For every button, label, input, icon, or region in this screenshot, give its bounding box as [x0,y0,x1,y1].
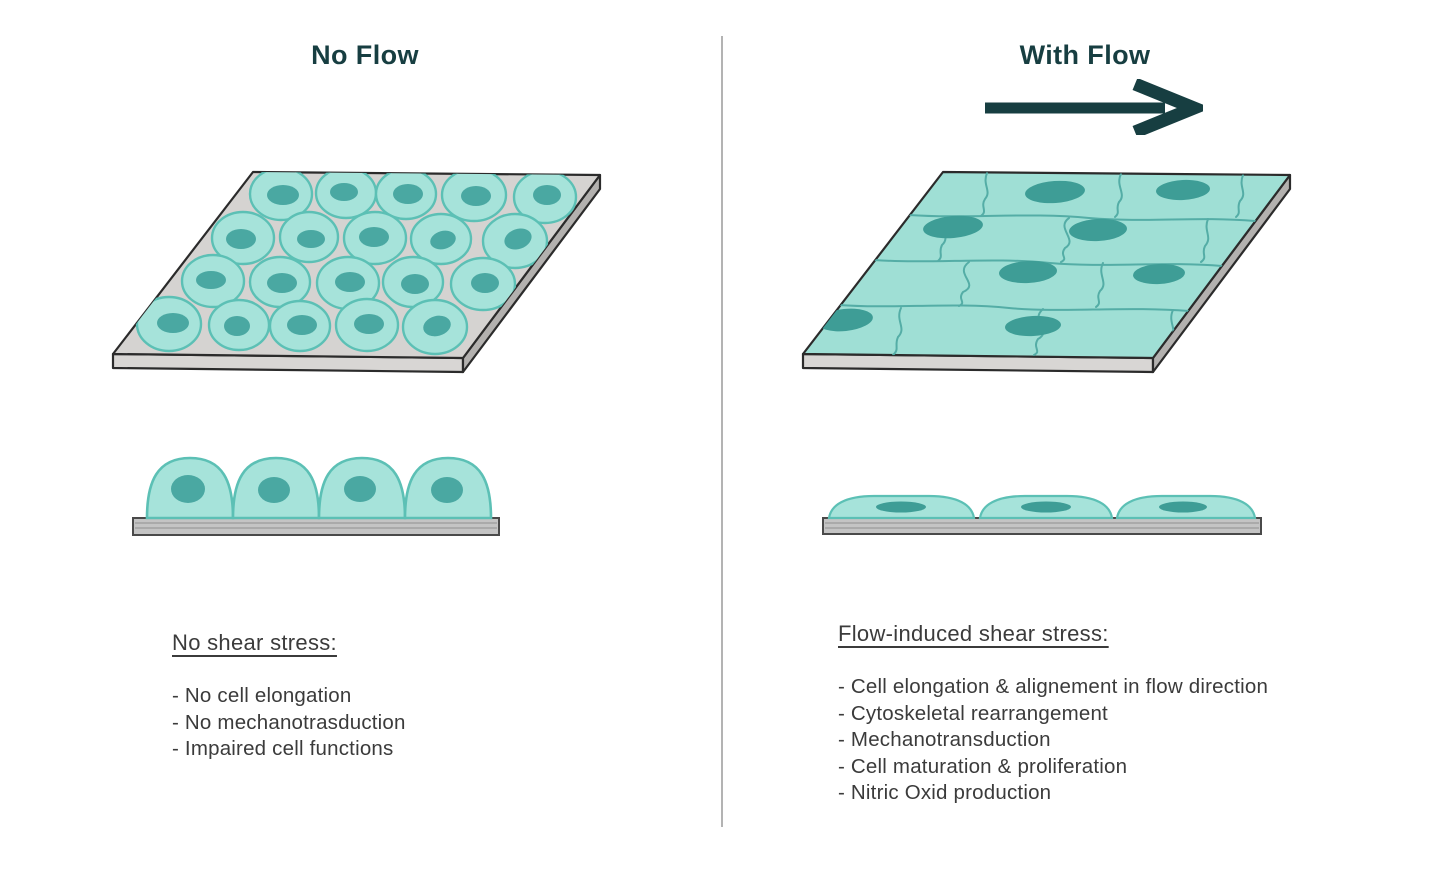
cell-border [1095,262,1105,308]
cell-nucleus [803,254,843,278]
cell-nucleus [430,230,456,250]
bullet-item: - No cell elongation [172,684,352,707]
no-flow-side-view-illustration [132,456,500,536]
cell-border [892,307,903,356]
cell-nucleus [297,230,325,248]
cell-nucleus [226,229,256,249]
cell-nucleus [1005,315,1061,337]
round-cell-monolayer [135,172,578,356]
cell-nucleus [533,185,561,205]
cell-nucleus [287,315,317,335]
cell-nucleus [157,313,189,333]
cell-nucleus [999,260,1057,284]
cell-border [1060,217,1071,263]
cell-nucleus [393,184,423,204]
cell-border [980,172,989,217]
substrate-bar [822,517,1262,535]
rounded-cells-side-view [145,456,493,520]
flattened-cells-side-view [827,494,1257,520]
bullet-item: - Impaired cell functions [172,737,394,760]
cell-nucleus [196,271,226,289]
cell-nucleus [923,215,983,239]
substrate-bar [132,517,500,536]
cell-nucleus [330,183,358,201]
bullet-item: - Nitric Oxid production [838,781,1052,804]
bullet-item: - Cell elongation & alignement in flow d… [838,675,1269,698]
with-flow-plate-illustration [801,170,1292,374]
cell-nucleus [1159,501,1207,513]
cell-border [838,304,1190,312]
cell-nucleus [1021,501,1071,513]
cell-nucleus [224,316,250,336]
no-flow-title: No Flow [311,40,419,70]
bullet-item: - No mechanotrasduction [172,710,406,734]
cell-border [1114,173,1123,218]
cell-border [873,259,1223,267]
cell-nucleus [1133,263,1185,285]
cell-nucleus [401,274,429,294]
cell-nucleus [471,273,499,293]
cell-nucleus [461,186,491,206]
cell-nucleus [267,185,299,205]
bullet-item: - Mechanotransduction [838,728,1051,751]
cell-nucleus [504,228,532,250]
cell-nucleus [431,477,463,503]
cell-nucleus [1156,179,1210,201]
panel-divider [721,36,723,827]
with-flow-title: With Flow [1019,40,1151,70]
bullet-item: - Cell maturation & proliferation [838,754,1128,778]
cell-border [1235,174,1245,218]
with-flow-side-view-illustration [822,494,1262,535]
cell-nucleus [258,477,290,503]
cell-nucleus [171,475,205,503]
cell-border [958,261,971,307]
cell-nucleus [1069,218,1127,242]
cell-nucleus [354,314,384,334]
flow-induced-shear-stress-heading: Flow-induced shear stress: [838,621,1109,646]
no-shear-stress-textblock: No shear stress: - No cell elongation - … [172,630,612,763]
arrow-head [1132,79,1203,135]
bullet-item: - Cytoskeletal rearrangement [838,701,1108,725]
no-shear-stress-heading: No shear stress: [172,630,337,655]
cell-nucleus [344,476,376,502]
cell-nucleus [359,227,389,247]
flow-direction-arrow-icon [985,79,1203,135]
cell-border [1200,218,1210,263]
no-flow-plate-illustration [111,170,602,374]
cell-nucleus [876,501,926,513]
cell-nucleus [1025,180,1085,204]
cell-nucleus [423,315,451,337]
cell-nucleus [267,273,297,293]
flow-induced-shear-stress-textblock: Flow-induced shear stress: - Cell elonga… [838,621,1383,807]
no-shear-stress-bullets: - No cell elongation - No mechanotrasduc… [172,683,612,763]
flow-induced-shear-stress-bullets: - Cell elongation & alignement in flow d… [838,674,1383,807]
cell-nucleus [335,272,365,292]
